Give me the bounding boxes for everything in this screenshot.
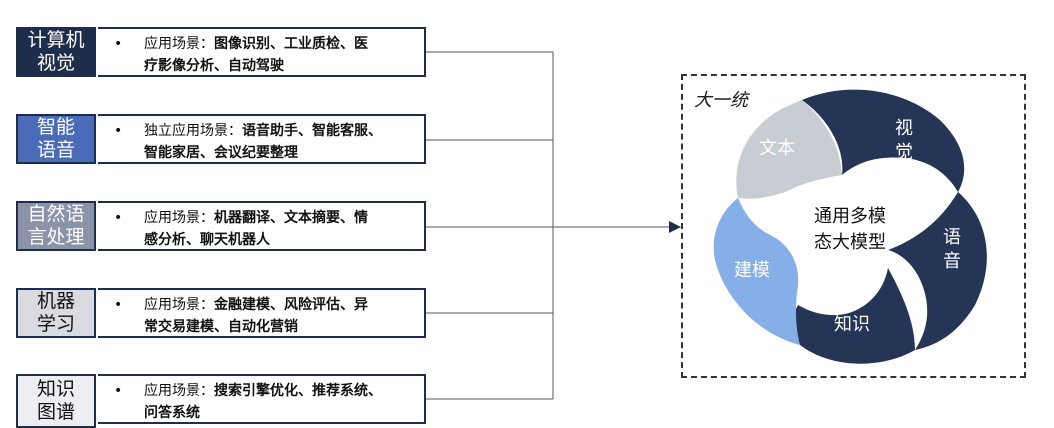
petal-label-text: 文本 [759, 138, 795, 159]
arrow-head-icon [669, 221, 681, 233]
category-label: 计算机视觉 [16, 27, 96, 77]
category-row-ml: 机器学习 • 应用场景：金融建模、风险评估、异常交易建模、自动化营销 [16, 288, 426, 342]
petal-label-modeling: 建模 [734, 260, 770, 281]
category-description: • 应用场景：图像识别、工业质检、医疗影像分析、自动驾驶 [98, 27, 426, 77]
category-label: 自然语言处理 [16, 201, 96, 251]
category-label: 智能语音 [16, 114, 96, 164]
petal-speech [888, 192, 987, 350]
category-row-speech: 智能语音 • 独立应用场景：语音助手、智能客服、智能家居、会议纪要整理 [16, 114, 426, 168]
petal-text [736, 100, 842, 199]
petal-knowledge [792, 268, 915, 364]
category-row-cv: 计算机视觉 • 应用场景：图像识别、工业质检、医疗影像分析、自动驾驶 [16, 27, 426, 81]
center-label-2: 态大模型 [814, 232, 886, 253]
box-title: 大一统 [694, 90, 748, 111]
petal-label-knowledge: 知识 [834, 314, 870, 335]
petal-modeling [713, 198, 800, 345]
category-label: 机器学习 [16, 288, 96, 338]
petal-label-vision-2: 觉 [895, 142, 913, 163]
petal-label-speech-2: 音 [943, 251, 961, 272]
category-label: 知识图谱 [16, 374, 96, 428]
category-description: • 应用场景：金融建模、风险评估、异常交易建模、自动化营销 [98, 288, 426, 338]
petal-label-vision: 视 [895, 118, 913, 139]
category-description: • 应用场景：机器翻译、文本摘要、情感分析、聊天机器人 [98, 201, 426, 251]
category-row-nlp: 自然语言处理 • 应用场景：机器翻译、文本摘要、情感分析、聊天机器人 [16, 201, 426, 255]
petal-vision [802, 89, 965, 192]
petal-label-speech: 语 [943, 227, 961, 248]
unified-model-box [681, 74, 1026, 378]
center-label-1: 通用多模 [814, 206, 886, 227]
category-description: • 独立应用场景：语音助手、智能客服、智能家居、会议纪要整理 [98, 114, 426, 164]
